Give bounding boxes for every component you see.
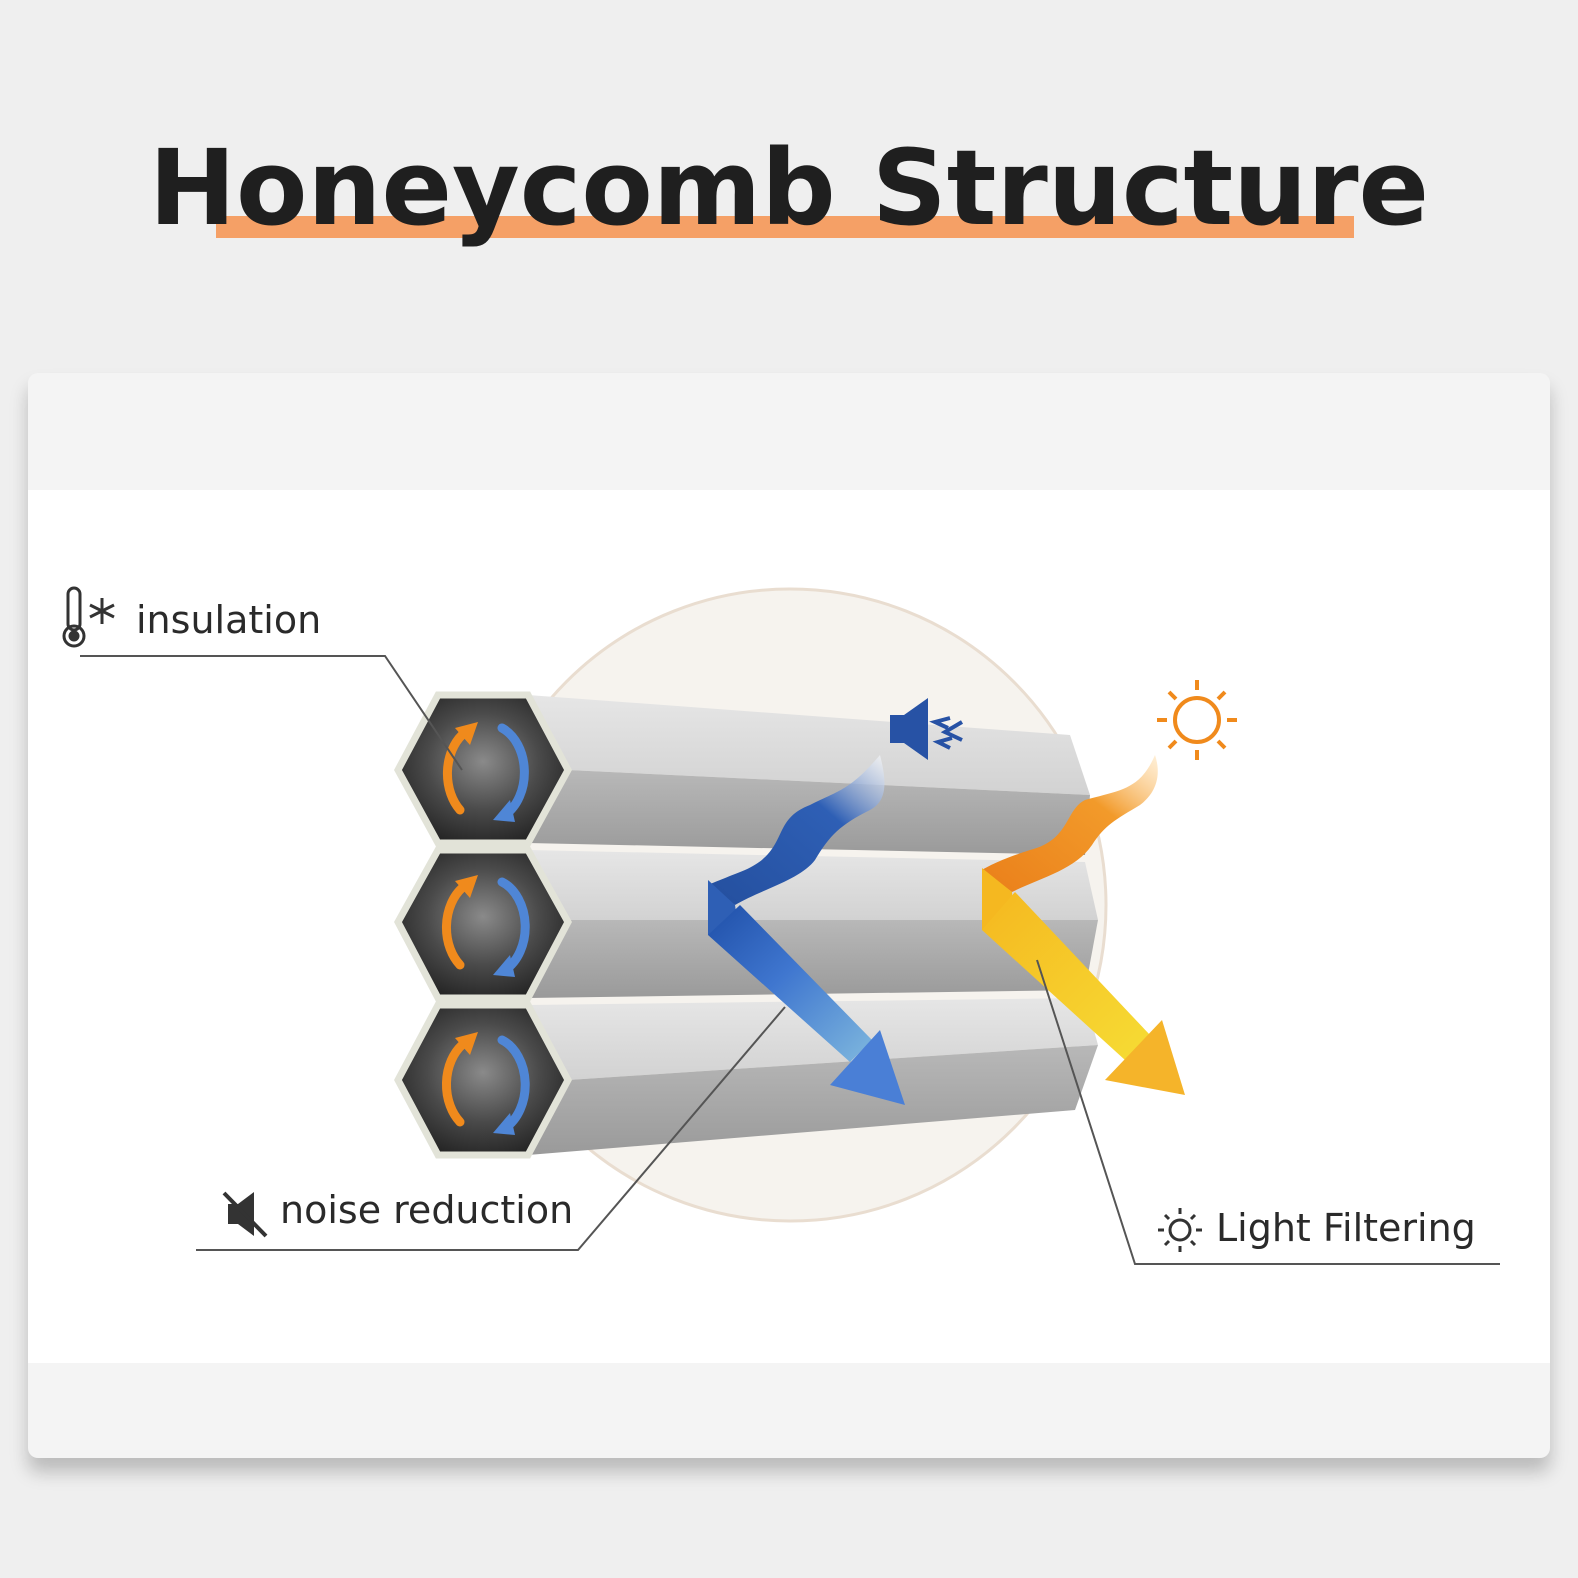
title-underline (216, 216, 1354, 238)
light-filtering-label: Light Filtering (1216, 1206, 1476, 1250)
page-title: Honeycomb Structure (148, 127, 1430, 249)
airflow-arrows-cell-1 (442, 722, 529, 822)
cell-1-end (394, 691, 572, 847)
cell-2-end (394, 846, 572, 1002)
cell-2-top-face (528, 850, 1098, 920)
leader-lines (80, 655, 1500, 1265)
insulation-label: insulation (136, 598, 322, 642)
thermometer-snowflake-icon (62, 586, 115, 648)
speaker-muted-icon (222, 1191, 268, 1238)
sun-icon (1158, 1208, 1202, 1252)
title-block: Honeycomb Structure (0, 128, 1578, 258)
light-wave (982, 755, 1185, 1095)
cell-2-side-face (528, 920, 1098, 998)
airflow-arrows-cell-3 (441, 1032, 530, 1135)
cell-1-top-face (528, 695, 1090, 795)
cell-3-side-face (528, 1045, 1098, 1155)
noise-reduction-label: noise reduction (280, 1188, 574, 1232)
cell-3-top-face (528, 998, 1098, 1080)
airflow-arrows-cell-2 (441, 875, 530, 977)
light-leader (1036, 959, 1500, 1265)
noise-leader (196, 1006, 786, 1251)
cell-3-end (394, 1001, 572, 1159)
honeycomb-cells (394, 691, 1098, 1159)
sun-source-icon (1157, 680, 1237, 760)
insulation-leader (80, 655, 463, 771)
speaker-source-icon (890, 698, 964, 760)
sound-wave (708, 755, 905, 1105)
